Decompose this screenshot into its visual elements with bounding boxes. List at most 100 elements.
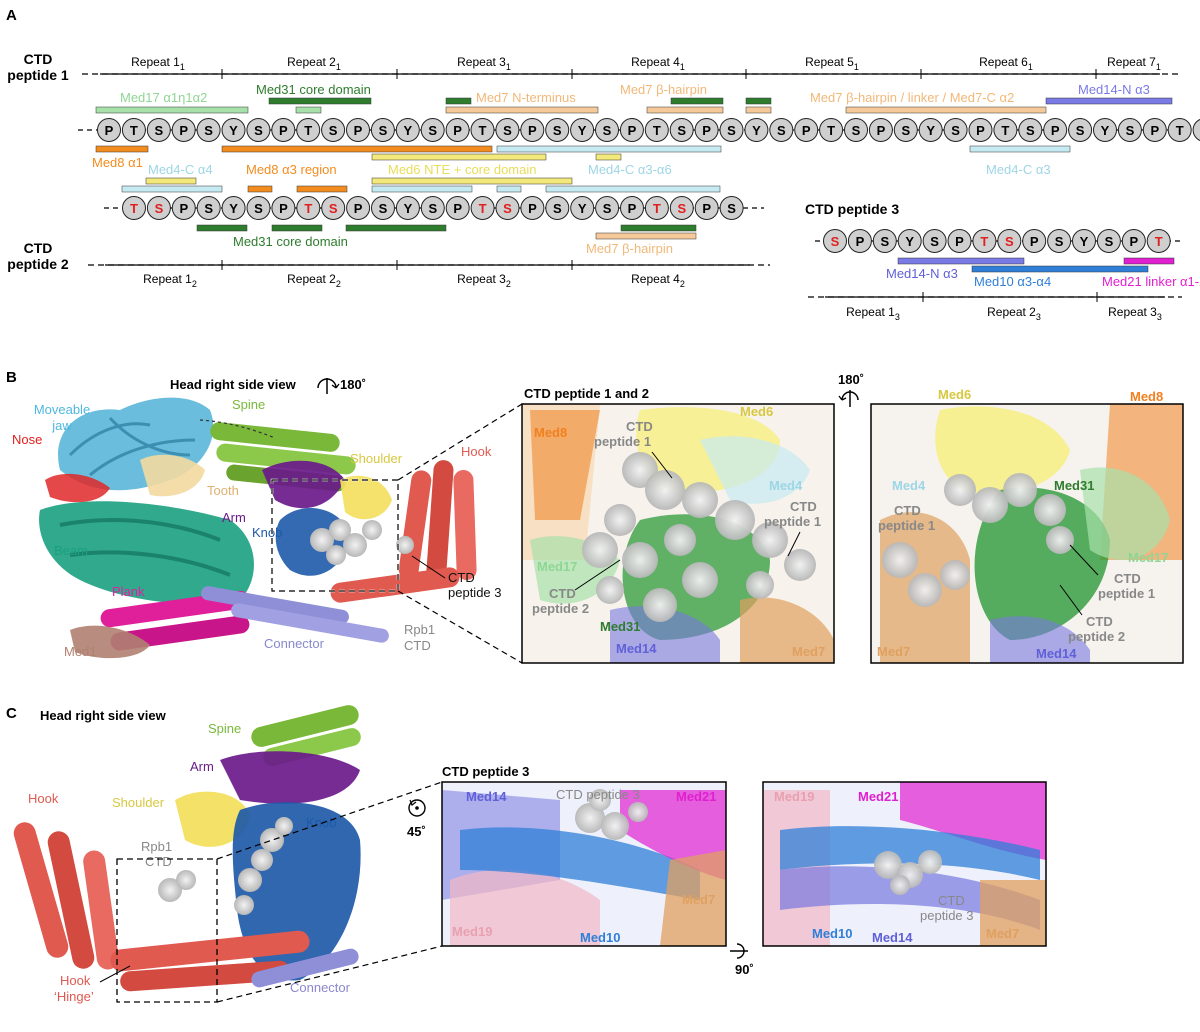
inset-c2-med14: Med14 (872, 930, 913, 945)
seq1-residue-circle (595, 118, 619, 142)
seq1-residue-letter: T (827, 123, 835, 138)
label-hook: Hook (461, 444, 492, 459)
seq3-residue-letter: S (1055, 234, 1064, 249)
repeat2-label: Repeat 42 (631, 272, 685, 289)
seq1-residue-letter: P (105, 123, 114, 138)
seq3-residue-circle (1096, 229, 1121, 253)
annot-med7-n-terminus: Med7 N-terminus (476, 90, 576, 105)
peptide1-label-line2: peptide 1 (7, 67, 69, 83)
rotate-180-icon-2 (838, 390, 859, 407)
repeat3-label: Repeat 13 (846, 305, 900, 322)
seq1-residue-circle (445, 118, 470, 142)
inset-b2-ctd1a-2: peptide 1 (878, 518, 935, 533)
seq1-residue-letter: Y (403, 123, 412, 138)
inset-b1-title: CTD peptide 1 and 2 (524, 386, 649, 401)
annot-med21-linker: Med21 linker α1-2 (1102, 274, 1200, 289)
label-c-hook-hinge-1: Hook (60, 973, 91, 988)
zoom-connector-b-top (397, 403, 523, 481)
inset-b2-med4: Med4 (892, 478, 926, 493)
seq1-residue-letter: S (677, 123, 686, 138)
seq2-residue-circle (196, 196, 221, 220)
leader-inset-b2-ctd1b (1069, 544, 1099, 576)
seq1-residue-circle (943, 118, 968, 142)
rpb1-ctd-surface (310, 519, 414, 565)
seq1-residue-letter: S (1026, 123, 1035, 138)
annot-med6-nte-core: Med6 NTE + core domain (388, 162, 536, 177)
inset-b1-ctd1-a-2: peptide 1 (594, 434, 651, 449)
seq1-residue-circle (1018, 118, 1043, 142)
annot-med17-a1n1a2: Med17 α1η1α2 (120, 90, 207, 105)
seq1-residue-circle (395, 118, 420, 142)
seq2-residue-circle (445, 196, 470, 220)
inset-c2 (762, 781, 1047, 947)
seq3-residue-circle (1146, 229, 1171, 253)
seq1-residue-letter: S (204, 123, 213, 138)
seq1-residue-circle (121, 118, 146, 142)
peptide2-label-line1: CTD (24, 240, 53, 256)
inset-b2-ctd1b-2: peptide 1 (1098, 586, 1155, 601)
seq2-residue-circle (694, 196, 719, 220)
annot-med7-hairpin-linker: Med7 β-hairpin / linker / Med7-C α2 (810, 90, 1014, 105)
inset-b2-med14: Med14 (1036, 646, 1077, 661)
panel-letter-a: A (6, 7, 17, 24)
inset-b1-ctd2-1: CTD (549, 586, 576, 601)
seq1-residue-circle (296, 118, 321, 142)
seq1-residue-circle (694, 118, 719, 142)
inset-c1-med7: Med7 (682, 892, 715, 907)
seq1-residue-circle (146, 118, 171, 142)
hook-domain (330, 460, 477, 603)
seq1-residue-letter: S (603, 123, 612, 138)
connector-domain (201, 586, 389, 643)
seq1-residue-letter: S (1076, 123, 1085, 138)
seq3-residue-letter: S (1005, 234, 1014, 249)
panel-c-title: Head right side view (40, 708, 167, 723)
seq1-residue-circle (495, 118, 520, 142)
tooth-domain (140, 454, 205, 497)
label-connector: Connector (264, 636, 325, 651)
seq2-residue-circle (520, 196, 545, 220)
leader-c-hinge (99, 965, 131, 983)
seq1-residue-circle (719, 118, 744, 142)
inset-b1-ctd1-a-1: CTD (626, 419, 653, 434)
seq2-residue-circle (371, 196, 395, 220)
seq3-residue-circle (1022, 229, 1047, 253)
panel-b-title: Head right side view (170, 377, 297, 392)
rotate-90-icon (730, 943, 748, 959)
beam-domain (39, 501, 254, 604)
seq1-residue-letter: P (528, 123, 537, 138)
seq1-residue-circle (1068, 118, 1093, 142)
label-med1: Med1 (64, 644, 97, 659)
label-knob: Knob (252, 525, 282, 540)
annot-med4-c-a4: Med4-C α4 (148, 162, 213, 177)
label-rpb1-ctd-2: CTD (404, 638, 431, 653)
seq1-residue-circle (470, 118, 495, 142)
seq2-residue-letter: S (379, 201, 388, 216)
seq2-residue-letter: S (727, 201, 736, 216)
seq3-residue-circle (1121, 229, 1146, 253)
seq2-residue-letter: T (130, 201, 138, 216)
seq2-residue-letter: S (428, 201, 437, 216)
seq1-residue-circle (844, 118, 868, 142)
panel-b-rotation: 180˚ (340, 377, 366, 392)
label-c-hook-hinge-2: ‘Hinge’ (54, 989, 94, 1004)
inset-b2-rotation: 180˚ (838, 372, 864, 387)
med1-domain (70, 625, 150, 659)
seq1-residue-letter: T (1176, 123, 1184, 138)
seq2-residue-circle (495, 196, 520, 220)
seq2-residue-circle (146, 196, 171, 220)
inset-c2-med19: Med19 (774, 789, 814, 804)
zoom-box-c (116, 858, 218, 1003)
seq3-residue-circle (922, 229, 947, 253)
peptide1-label-line1: CTD (24, 51, 53, 67)
seq1-residue-letter: T (479, 123, 487, 138)
seq1-residue-circle (1192, 118, 1200, 142)
seq2-residue-letter: P (279, 201, 288, 216)
zoom-connector-b-bottom (397, 590, 523, 664)
seq1-residue-circle (619, 118, 644, 142)
repeat2-label: Repeat 12 (143, 272, 197, 289)
label-spine: Spine (232, 397, 265, 412)
inset-b1-med4: Med4 (769, 478, 803, 493)
seq1-residue-letter: S (727, 123, 736, 138)
inset-c1-med21: Med21 (676, 789, 716, 804)
seq1-residue-letter: S (852, 123, 861, 138)
